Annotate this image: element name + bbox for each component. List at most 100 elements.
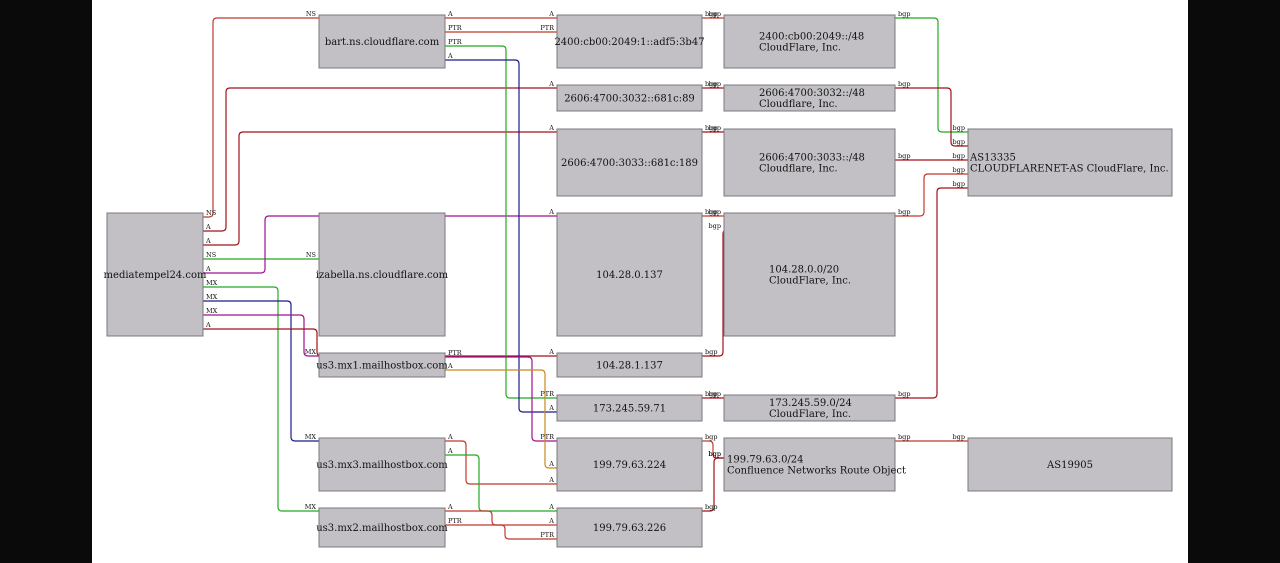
edge-label-target: A bbox=[548, 460, 554, 468]
edge-label-target: A bbox=[548, 517, 554, 525]
node-label: AS19905 bbox=[1046, 460, 1093, 471]
edge-label-target: bgp bbox=[709, 10, 721, 18]
node-box bbox=[106, 212, 204, 337]
edge-line bbox=[203, 300, 319, 442]
edge-label-source: PTR bbox=[448, 38, 463, 46]
edge-bart-ip173: PTR PTR bbox=[445, 38, 557, 399]
node-label: CloudFlare, Inc. bbox=[769, 276, 851, 287]
node-izabella: izabella.ns.cloudflare.com bbox=[316, 212, 449, 337]
edge-ip199b-pfx199: bgp bgp bbox=[702, 450, 724, 512]
node-box bbox=[318, 212, 446, 337]
node-label: 104.28.0.0/20 bbox=[769, 265, 839, 276]
edge-line bbox=[702, 457, 724, 512]
node-label: 104.28.0.137 bbox=[596, 270, 663, 281]
edge-label-source: A bbox=[205, 223, 211, 231]
edge-label-source: bgp bbox=[705, 503, 717, 511]
node-label: 2400:cb00:2049::/48 bbox=[759, 32, 864, 43]
node-label: 2606:4700:3032::681c:89 bbox=[564, 94, 695, 105]
node-label: 2606:4700:3032::/48 bbox=[759, 88, 865, 99]
edge-line bbox=[702, 440, 724, 459]
edge-label-source: MX bbox=[206, 307, 218, 315]
node-box bbox=[723, 14, 896, 69]
node-label: 173.245.59.71 bbox=[593, 404, 666, 415]
edge-line bbox=[702, 229, 728, 357]
edge-label-source: bgp bbox=[705, 10, 717, 18]
edge-label-target: A bbox=[548, 348, 554, 356]
node-box bbox=[318, 14, 446, 69]
edge-label-source: PTR bbox=[448, 517, 463, 525]
node-box bbox=[556, 352, 703, 378]
edge-line bbox=[445, 440, 557, 485]
edge-line bbox=[203, 215, 557, 274]
node-label: CloudFlare, Inc. bbox=[769, 409, 851, 420]
edge-line bbox=[445, 369, 557, 469]
edge-mx1-ip199a: PTR PTR bbox=[445, 349, 557, 442]
edge-label-source: A bbox=[447, 447, 453, 455]
edge-label-target: bgp bbox=[709, 124, 721, 132]
edge-label-source: A bbox=[447, 10, 453, 18]
edge-label-source: A bbox=[447, 433, 453, 441]
edge-line bbox=[895, 17, 968, 133]
node-label: 104.28.1.137 bbox=[596, 361, 663, 372]
edge-label-target: A bbox=[548, 10, 554, 18]
edge-label-target: A bbox=[548, 208, 554, 216]
edge-label-target: PTR bbox=[540, 390, 555, 398]
node-label: 2606:4700:3033::681c:189 bbox=[561, 158, 698, 169]
edge-label-target: NS bbox=[306, 251, 316, 259]
edge-label-target: A bbox=[548, 80, 554, 88]
node-ip173: 173.245.59.71 bbox=[556, 394, 703, 422]
edge-label-target: A bbox=[548, 404, 554, 412]
node-box bbox=[556, 128, 703, 197]
node-box bbox=[318, 352, 446, 378]
edge-label-target: bgp bbox=[953, 152, 965, 160]
node-label: us3.mx2.mailhostbox.com bbox=[316, 523, 448, 534]
edge-label-target: MX bbox=[305, 503, 317, 511]
node-box bbox=[556, 14, 703, 69]
node-label: 2400:cb00:2049:1::adf5:3b47 bbox=[554, 37, 704, 48]
edge-label-source: A bbox=[447, 362, 453, 370]
edge-line bbox=[895, 87, 968, 147]
edge-label-source: bgp bbox=[705, 348, 717, 356]
edge-mediatempel-mx3: MX MX bbox=[203, 293, 319, 442]
node-ip104b: 104.28.1.137 bbox=[556, 352, 703, 378]
edge-label-source: A bbox=[205, 237, 211, 245]
edge-mx2-ip199b: AA bbox=[445, 503, 557, 526]
node-ip6a: 2400:cb00:2049:1::adf5:3b47 bbox=[554, 14, 705, 69]
node-box bbox=[318, 507, 446, 548]
edge-line bbox=[895, 173, 968, 217]
node-label: 199.79.63.0/24 bbox=[727, 455, 804, 466]
edge-label-source: A bbox=[447, 503, 453, 511]
edge-label-target: NS bbox=[306, 10, 316, 18]
edge-label-target: MX bbox=[305, 348, 317, 356]
node-label: Cloudflare, Inc. bbox=[759, 99, 838, 110]
edge-label-source: NS bbox=[206, 251, 216, 259]
edge-line bbox=[203, 131, 557, 246]
node-ip104a: 104.28.0.137 bbox=[556, 212, 703, 337]
edge-label-source: MX bbox=[206, 279, 218, 287]
node-box bbox=[556, 437, 703, 492]
node-box bbox=[723, 84, 896, 112]
edge-label-target: bgp bbox=[709, 450, 721, 458]
edge-label-source: PTR bbox=[448, 349, 463, 357]
edge-pfx6a-as13335: bgp bgp bbox=[895, 10, 968, 133]
edge-label-source: bgp bbox=[705, 124, 717, 132]
edge-label-target: bgp bbox=[709, 208, 721, 216]
node-as19905: AS19905 bbox=[967, 437, 1173, 492]
edge-label-source: A bbox=[205, 321, 211, 329]
edge-label-target: bgp bbox=[953, 124, 965, 132]
edge-mediatempel-izabella: NS NS bbox=[203, 251, 319, 260]
node-label: Cloudflare, Inc. bbox=[759, 164, 838, 175]
edge-label-target: A bbox=[548, 503, 554, 511]
edge-label-source: bgp bbox=[898, 80, 910, 88]
edge-mediatempel-ip6c: AA bbox=[203, 124, 557, 246]
edge-label-source: PTR bbox=[448, 24, 463, 32]
